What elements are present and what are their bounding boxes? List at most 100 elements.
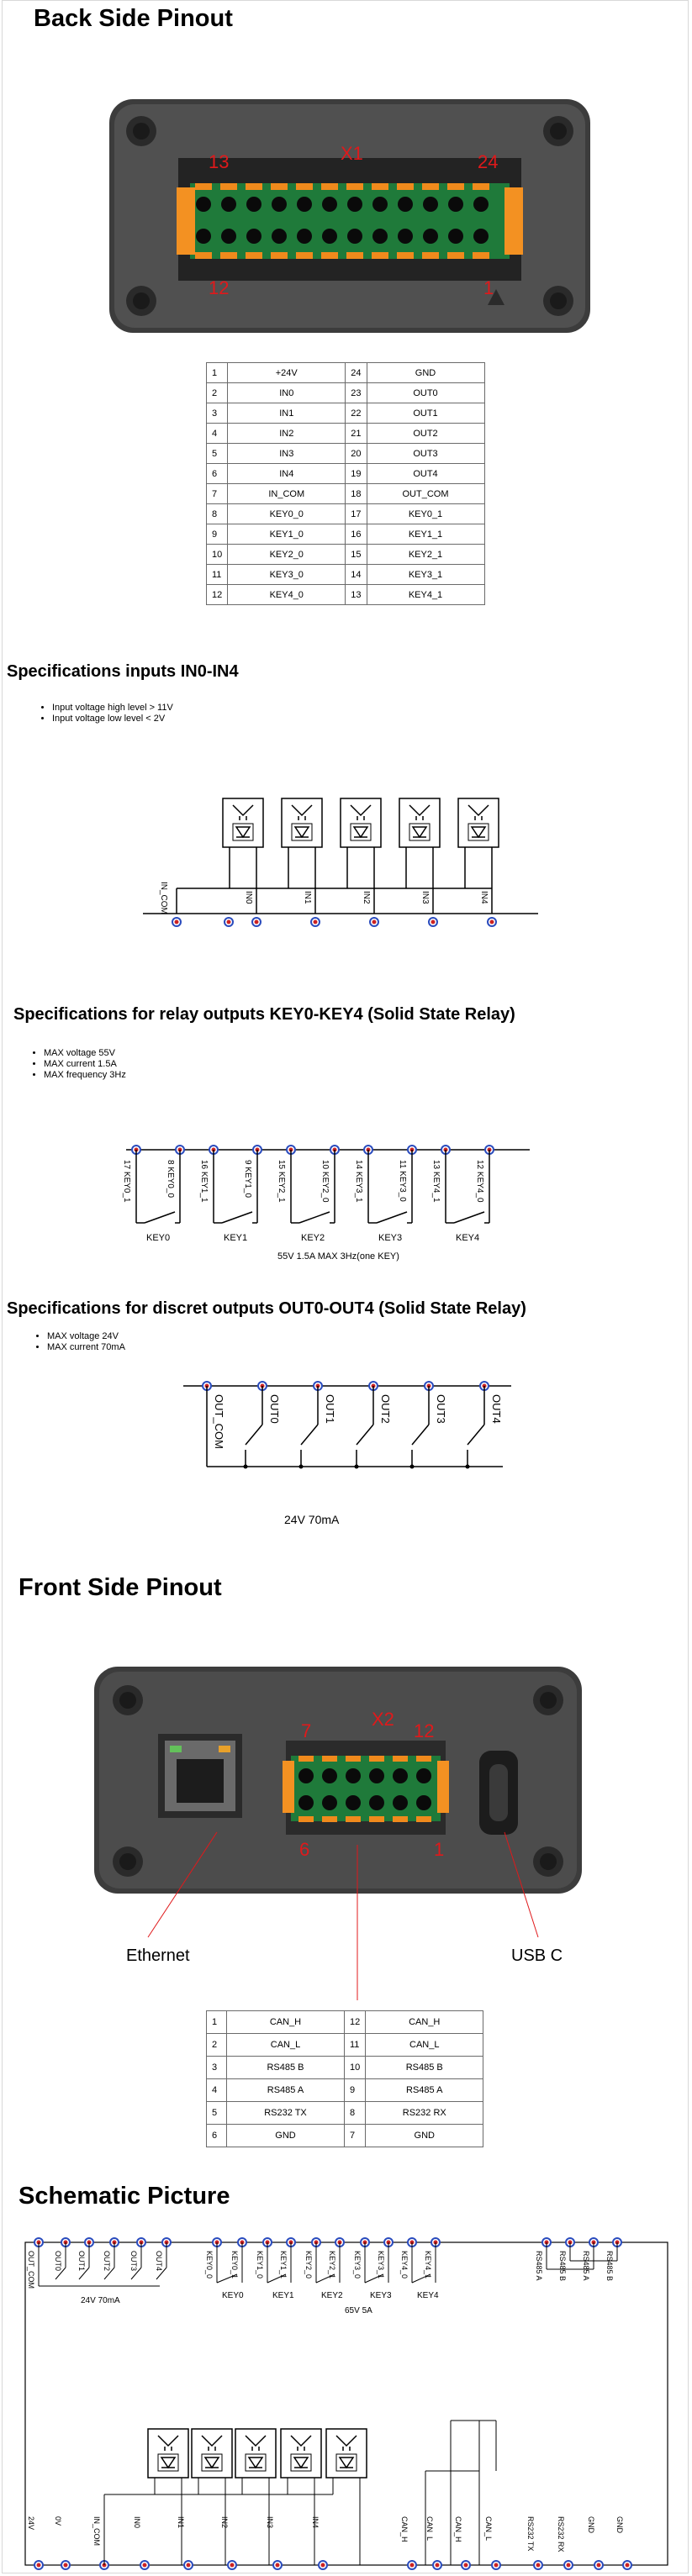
front-pin-6: 6 [299, 1839, 309, 1860]
terminal-node-center [226, 919, 231, 925]
output-label: OUT_COM [213, 1394, 225, 1449]
schematic-top-label: KEY1_0 [256, 2251, 264, 2278]
pin-latch [298, 1816, 314, 1822]
output-label: OUT3 [435, 1394, 447, 1424]
pin-hole [369, 1768, 384, 1783]
pin-number-cell: 15 [345, 544, 367, 565]
diode-frame [290, 2453, 312, 2472]
terminal-node-center [494, 2563, 499, 2568]
pin-number-cell: 11 [343, 2033, 367, 2057]
pin-number-cell: 3 [206, 2056, 227, 2079]
schematic-bottom-label: 0V [54, 2516, 62, 2526]
relay-pin-label: 8 KEY0_0 [166, 1160, 175, 1198]
pin-latch [195, 183, 212, 190]
pin-hole [423, 229, 438, 244]
pin-number-cell: 16 [345, 524, 367, 545]
relay-key-label: KEY3 [378, 1233, 402, 1243]
output-label: OUT4 [490, 1394, 503, 1424]
signal-cell: RS485 A [365, 2078, 484, 2102]
light-arrows [251, 2447, 260, 2451]
pin-latch [322, 1756, 337, 1762]
usbc-label: USB C [511, 1946, 563, 1965]
phototransistor [245, 2435, 267, 2447]
pin-hole [322, 1795, 337, 1810]
schematic-top-label: RS485 A [582, 2251, 590, 2281]
light-arrows [342, 2447, 351, 2451]
back-pin-13: 13 [209, 151, 229, 172]
signal-cell: KEY4_1 [366, 584, 485, 605]
pin-hole [221, 197, 236, 212]
terminal-node-center [63, 2563, 68, 2568]
relay-switch-blade [376, 1211, 408, 1224]
pin-latch [322, 1816, 337, 1822]
terminal-node-center [186, 2563, 191, 2568]
terminal-node-center [409, 2563, 415, 2568]
pin-hole [322, 197, 337, 212]
pin-latch [372, 252, 388, 259]
pin-hole [473, 197, 489, 212]
led-diode [235, 826, 251, 839]
light-arrows [239, 816, 247, 820]
diode-frame [350, 823, 372, 841]
relays-bullet: MAX current 1.5A [44, 1059, 126, 1070]
signal-cell: OUT_COM [366, 483, 485, 504]
light-arrows [357, 816, 365, 820]
pin-number-cell: 9 [343, 2078, 367, 2102]
led-diode [411, 826, 428, 839]
diode-frame [409, 823, 431, 841]
schematic-top-label: OUT1 [77, 2251, 86, 2271]
schematic-top-label: KEY1_1 [279, 2251, 288, 2278]
signal-cell: GND [226, 2124, 345, 2147]
terminal-node-center [566, 2563, 571, 2568]
pin-number-cell: 10 [343, 2056, 367, 2079]
phototransistor [201, 2435, 223, 2447]
optocoupler-box [222, 798, 264, 848]
pin-latch [220, 252, 237, 259]
pin-number-cell: 1 [205, 362, 229, 383]
phototransistor [157, 2435, 179, 2447]
relays-bullets: MAX voltage 55V MAX current 1.5A MAX fre… [25, 1048, 126, 1081]
schem-switch [130, 2267, 142, 2280]
input-label: IN2 [362, 891, 371, 904]
pin-latch [369, 1816, 384, 1822]
schematic-bottom-label: IN0 [133, 2516, 141, 2528]
inputs-bullet: Input voltage low level < 2V [52, 714, 173, 724]
back-title: Back Side Pinout [34, 5, 233, 32]
pin-latch [416, 1816, 431, 1822]
schematic-border [24, 2241, 668, 2566]
front-callout-lines [147, 1831, 539, 2000]
pin-latch [246, 183, 262, 190]
signal-cell: CAN_H [226, 2010, 345, 2034]
pin-number-cell: 7 [343, 2124, 367, 2147]
front-device-image: 7 X2 12 6 1 [94, 1667, 582, 1894]
pin-latch [296, 252, 313, 259]
schematic-title: Schematic Picture [18, 2183, 230, 2210]
signal-cell: RS485 B [365, 2056, 484, 2079]
relays-bullet: MAX frequency 3Hz [44, 1070, 126, 1081]
pin-hole [369, 1795, 384, 1810]
optocoupler-box [147, 2428, 189, 2479]
pin-latch [393, 1816, 408, 1822]
diode-frame [335, 2453, 357, 2472]
optocoupler-box [191, 2428, 233, 2479]
in-com-label: IN_COM [159, 882, 168, 914]
diode-frame [157, 2453, 179, 2472]
discrete-bullets: MAX voltage 24V MAX current 70mA [29, 1331, 125, 1353]
pin-latch [397, 183, 414, 190]
schematic-bottom-label: IN1 [177, 2516, 185, 2528]
relay-pin-label: 17 KEY0_1 [122, 1160, 131, 1203]
signal-cell: CAN_H [365, 2010, 484, 2034]
signal-cell: OUT4 [366, 463, 485, 484]
pin-number-cell: 23 [345, 382, 367, 403]
pin-hole [347, 197, 362, 212]
schematic-bottom-label: GND [587, 2516, 595, 2534]
pin-hole [196, 197, 211, 212]
discrete-title: Specifications for discret outputs OUT0-… [7, 1299, 526, 1318]
schematic-top-label: OUT_COM [27, 2251, 35, 2289]
schem-key-switch [216, 2273, 238, 2284]
input-label: IN1 [303, 891, 312, 904]
